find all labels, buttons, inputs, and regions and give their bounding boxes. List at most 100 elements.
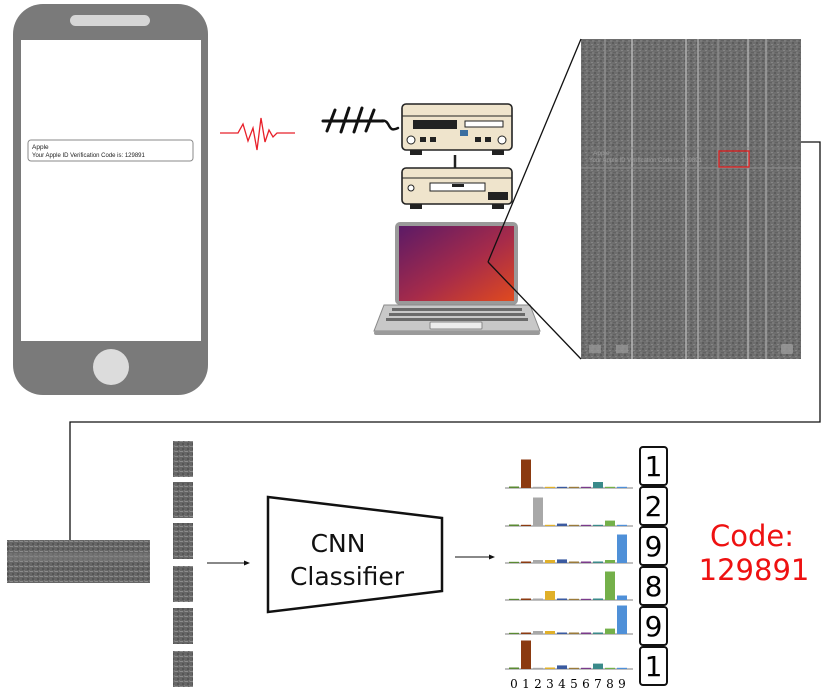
probability-bar — [521, 640, 531, 669]
digit-patch — [173, 441, 193, 477]
probability-bar — [545, 560, 555, 563]
probability-bar — [557, 632, 567, 634]
probability-bar — [617, 524, 627, 526]
predicted-digit: 8 — [645, 570, 663, 603]
captured-overlay-body: Your Apple ID Verification Code is: 1298… — [589, 158, 703, 164]
axis-digit-label: 2 — [534, 677, 542, 691]
probability-bar — [593, 598, 603, 600]
probability-bar — [569, 486, 579, 488]
probability-bar — [557, 665, 567, 669]
digit-probability-charts — [505, 459, 633, 670]
phone-speaker — [70, 15, 150, 26]
probability-bar — [605, 560, 615, 563]
predicted-digit-boxes: 1 2 9 8 9 1 — [639, 446, 668, 686]
predicted-digit: 2 — [645, 490, 663, 523]
code-label: Code: — [710, 519, 794, 553]
probability-bar — [605, 486, 615, 488]
probability-bar — [581, 486, 591, 488]
probability-bar — [533, 631, 543, 634]
laptop-screen — [399, 226, 514, 301]
arrow-to-predictions — [455, 554, 495, 560]
probability-bar — [557, 523, 567, 526]
probability-bar — [545, 486, 555, 488]
probability-bar — [581, 524, 591, 526]
axis-digit-label: 8 — [606, 677, 614, 691]
probability-bar — [569, 561, 579, 563]
probability-bar — [509, 598, 519, 600]
cnn-classifier-block: CNN Classifier — [266, 495, 444, 614]
predicted-digit: 1 — [645, 650, 663, 683]
phone-home-button — [93, 349, 129, 385]
digit-axis-labels: 0 1 2 3 4 5 6 7 8 9 — [510, 677, 626, 691]
sdr-receiver-icon — [401, 103, 513, 209]
probability-bar — [545, 591, 555, 600]
phone-notification: Apple Your Apple ID Verification Code is… — [27, 139, 194, 162]
probability-bar — [509, 667, 519, 669]
digit-patch — [173, 608, 193, 644]
probability-bar — [593, 663, 603, 669]
probability-bar — [605, 571, 615, 600]
probability-bar — [521, 632, 531, 634]
em-signal-wave — [220, 117, 295, 151]
predicted-digit-box: 1 — [639, 446, 668, 486]
laptop-trackpad — [429, 321, 483, 330]
predicted-digit-box: 9 — [639, 606, 668, 646]
notification-card — [27, 139, 194, 162]
probability-bar — [617, 605, 627, 634]
axis-digit-label: 7 — [594, 677, 602, 691]
predicted-digit-box: 9 — [639, 526, 668, 566]
probability-bar — [557, 598, 567, 600]
phone-screen — [21, 40, 201, 341]
probability-bar — [509, 632, 519, 634]
classifier-label-line2: Classifier — [290, 562, 405, 591]
probability-bar — [569, 667, 579, 669]
probability-bar — [617, 486, 627, 488]
probability-bar — [581, 598, 591, 600]
captured-frame — [581, 39, 801, 359]
code-value: 129891 — [699, 553, 810, 587]
zoom-line-bottom — [487, 261, 582, 360]
probability-bar — [533, 667, 543, 669]
predicted-digit-box: 1 — [639, 646, 668, 686]
captured-overlay-title: Apple — [593, 150, 610, 157]
probability-bar — [593, 482, 603, 488]
zoom-line-top — [487, 38, 582, 263]
smartphone: Apple Your Apple ID Verification Code is… — [13, 4, 208, 395]
axis-digit-label: 3 — [546, 677, 554, 691]
axis-digit-label: 1 — [522, 677, 530, 691]
probability-bar — [581, 561, 591, 563]
probability-bar — [569, 524, 579, 526]
cropped-code-strip — [7, 540, 150, 583]
predicted-digit: 9 — [645, 530, 663, 563]
probability-bar — [617, 534, 627, 563]
arrow-to-classifier — [207, 560, 250, 566]
probability-bar — [569, 632, 579, 634]
probability-bar — [605, 628, 615, 634]
axis-digit-label: 4 — [558, 677, 566, 691]
laptop-icon — [373, 222, 541, 335]
digit-patch — [173, 523, 193, 559]
predicted-digit: 1 — [645, 450, 663, 483]
probability-bar — [509, 561, 519, 563]
axis-digit-label: 0 — [510, 677, 518, 691]
probability-bar — [533, 598, 543, 600]
probability-bar — [521, 598, 531, 600]
notification-body: Your Apple ID Verification Code is: 1298… — [32, 153, 146, 159]
probability-bar — [521, 561, 531, 563]
probability-bar — [617, 667, 627, 669]
axis-digit-label: 6 — [582, 677, 590, 691]
probability-bar — [545, 524, 555, 526]
probability-bar — [533, 497, 543, 526]
classifier-label-line1: CNN — [311, 529, 366, 558]
segmented-digit-patches — [173, 441, 193, 687]
probability-bar — [569, 598, 579, 600]
probability-bar — [593, 561, 603, 563]
probability-bar — [605, 520, 615, 526]
axis-digit-label: 9 — [618, 677, 626, 691]
probability-bar — [557, 486, 567, 488]
pipeline-connector — [69, 141, 821, 540]
predicted-digit-box: 2 — [639, 486, 668, 526]
probability-bar — [605, 667, 615, 669]
notification-title: Apple — [32, 144, 49, 151]
